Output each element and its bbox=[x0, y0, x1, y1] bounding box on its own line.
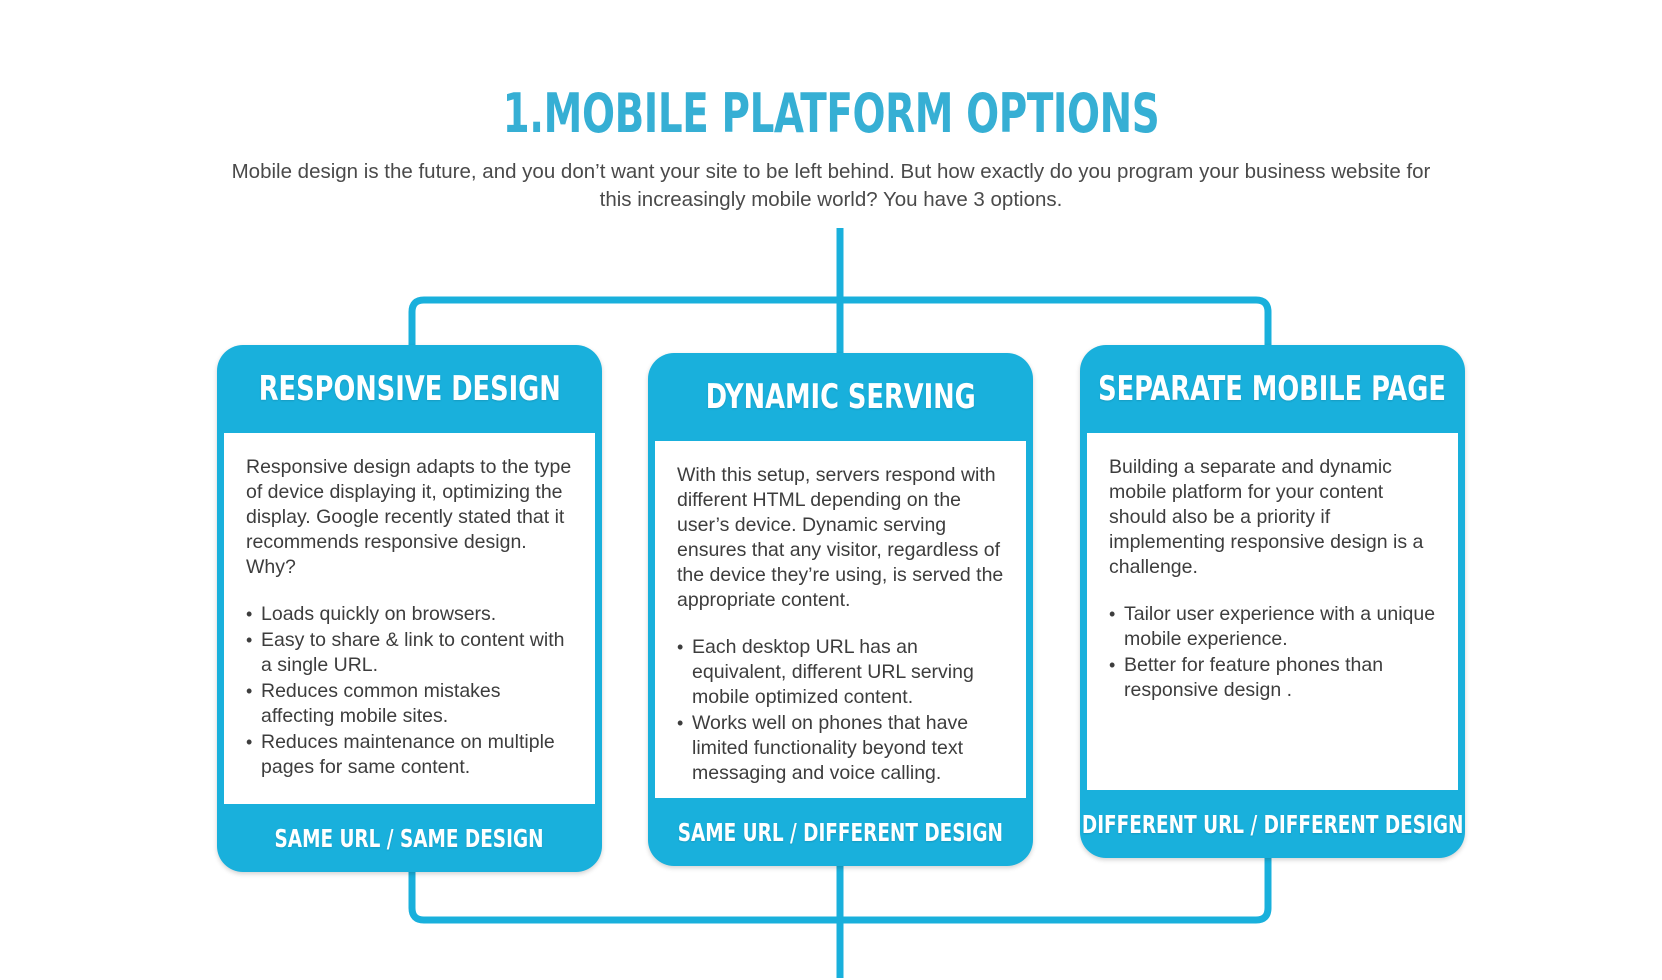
card-footer-label: SAME URL / SAME DESIGN bbox=[274, 823, 544, 853]
card-bullet-list: Tailor user experience with a unique mob… bbox=[1109, 602, 1436, 703]
card-title: DYNAMIC SERVING bbox=[705, 377, 976, 417]
page-subtitle: Mobile design is the future, and you don… bbox=[231, 160, 1431, 211]
list-item: Reduces maintenance on multiple pages fo… bbox=[246, 730, 573, 780]
card-footer: DIFFERENT URL / DIFFERENT DESIGN bbox=[1080, 790, 1465, 858]
page-title: 1.MOBILE PLATFORM OPTIONS bbox=[502, 82, 1160, 145]
card-footer: SAME URL / DIFFERENT DESIGN bbox=[648, 798, 1033, 866]
card-body: Responsive design adapts to the type of … bbox=[224, 433, 595, 804]
card-paragraph: With this setup, servers respond with di… bbox=[677, 464, 1004, 611]
list-item: Each desktop URL has an equivalent, diff… bbox=[677, 635, 1004, 710]
card-header: SEPARATE MOBILE PAGE bbox=[1080, 345, 1465, 433]
card-bullet-list: Each desktop URL has an equivalent, diff… bbox=[677, 635, 1004, 786]
card-footer-label: DIFFERENT URL / DIFFERENT DESIGN bbox=[1081, 809, 1464, 839]
card-footer-label: SAME URL / DIFFERENT DESIGN bbox=[677, 817, 1004, 847]
card-header: DYNAMIC SERVING bbox=[648, 353, 1033, 441]
list-item: Reduces common mistakes affecting mobile… bbox=[246, 679, 573, 729]
card-footer: SAME URL / SAME DESIGN bbox=[217, 804, 602, 872]
list-item: Easy to share & link to content with a s… bbox=[246, 628, 573, 678]
card-title: RESPONSIVE DESIGN bbox=[258, 369, 561, 409]
card-paragraph: Building a separate and dynamic mobile p… bbox=[1109, 456, 1424, 578]
option-card-dynamic-serving[interactable]: DYNAMIC SERVING With this setup, servers… bbox=[648, 353, 1033, 866]
option-card-separate-mobile-page[interactable]: SEPARATE MOBILE PAGE Building a separate… bbox=[1080, 345, 1465, 858]
option-card-responsive-design[interactable]: RESPONSIVE DESIGN Responsive design adap… bbox=[217, 345, 602, 872]
list-item: Better for feature phones than responsiv… bbox=[1109, 653, 1436, 703]
list-item: Loads quickly on browsers. bbox=[246, 602, 573, 627]
list-item: Tailor user experience with a unique mob… bbox=[1109, 602, 1436, 652]
card-bullet-list: Loads quickly on browsers. Easy to share… bbox=[246, 602, 573, 780]
card-body: Building a separate and dynamic mobile p… bbox=[1087, 433, 1458, 790]
card-title: SEPARATE MOBILE PAGE bbox=[1098, 369, 1447, 409]
list-item: Works well on phones that have limited f… bbox=[677, 711, 1004, 786]
card-body: With this setup, servers respond with di… bbox=[655, 441, 1026, 798]
card-paragraph: Responsive design adapts to the type of … bbox=[246, 456, 572, 578]
card-header: RESPONSIVE DESIGN bbox=[217, 345, 602, 433]
